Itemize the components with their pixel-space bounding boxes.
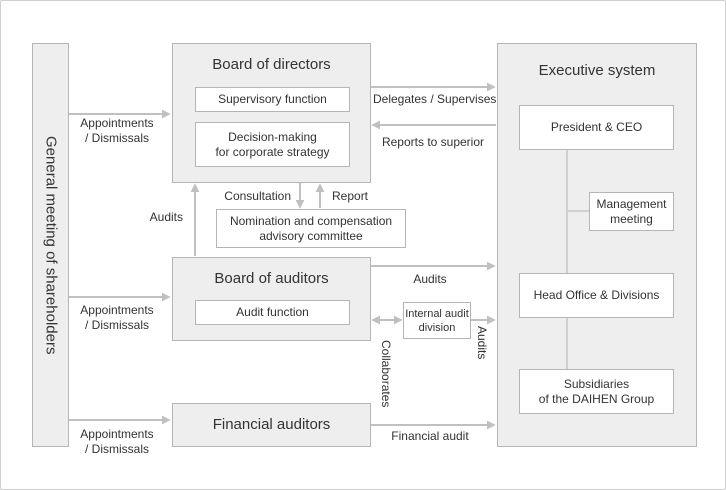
decision-making-box: Decision-making for corporate strategy [195,122,350,167]
management-meeting-line: meeting [610,211,653,226]
appointments-auditors-label: Appointments / Dismissals [62,303,172,333]
advisory-committee-line: advisory committee [259,228,363,243]
dismissals-line: / Dismissals [84,131,149,145]
audits-board-of-directors-label: Audits [149,210,183,224]
board-of-auditors-title: Board of auditors [214,270,329,287]
advisory-committee-line: Nomination and compensation [229,213,393,228]
consultation-label: Consultation [224,189,291,203]
appointments-line: Appointments [80,303,154,317]
president-ceo-label: President & CEO [550,120,643,134]
dismissals-line: / Dismissals [84,442,149,456]
internal-audit-division-box: Internal audit division [403,302,471,339]
financial-auditors-box: Financial auditors [172,403,371,447]
reports-to-superior-label: Reports to superior [381,135,485,149]
appointments-directors-label: Appointments / Dismissals [62,116,172,146]
head-office-divisions-box: Head Office & Divisions [519,273,674,318]
appointments-line: Appointments [80,427,154,441]
supervisory-function-label: Supervisory function [218,92,327,106]
subsidiaries-box: Subsidiaries of the DAIHEN Group [519,369,674,414]
internal-audit-line: Internal audit [405,307,469,320]
management-meeting-box: Management meeting [589,192,674,231]
appointments-financial-auditors-label: Appointments / Dismissals [62,427,172,457]
management-meeting-line: Management [596,196,667,211]
board-of-auditors-box: Board of auditors Audit function [172,257,371,341]
audit-function-label: Audit function [236,305,309,319]
internal-audit-line: division [418,321,456,334]
delegates-supervises-label: Delegates / Supervises [373,92,497,106]
internal-audits-label: Audits [475,326,489,360]
shareholders-label: General meeting of shareholders [42,135,60,355]
financial-audit-label: Financial audit [391,429,469,443]
report-label: Report [332,189,369,203]
financial-auditors-title: Financial auditors [212,416,331,433]
decision-making-line: Decision-making [228,129,317,144]
executive-system-title: Executive system [538,62,656,79]
subsidiaries-line: Subsidiaries [563,376,630,391]
subsidiaries-line: of the DAIHEN Group [538,391,655,406]
appointments-line: Appointments [80,116,154,130]
audits-executive-system-label: Audits [413,272,447,286]
executive-system-box: Executive system President & CEO Managem… [497,43,697,447]
advisory-committee-box: Nomination and compensation advisory com… [216,209,406,248]
president-ceo-box: President & CEO [519,105,674,150]
audit-function-box: Audit function [195,300,350,325]
dismissals-line: / Dismissals [84,318,149,332]
collaborates-label: Collaborates [379,340,393,408]
board-of-directors-title: Board of directors [212,56,331,73]
shareholders-box: General meeting of shareholders [32,43,69,447]
supervisory-function-box: Supervisory function [195,87,350,112]
head-office-divisions-label: Head Office & Divisions [533,288,660,302]
board-of-directors-box: Board of directors Supervisory function … [172,43,371,183]
decision-making-line: for corporate strategy [215,144,330,159]
